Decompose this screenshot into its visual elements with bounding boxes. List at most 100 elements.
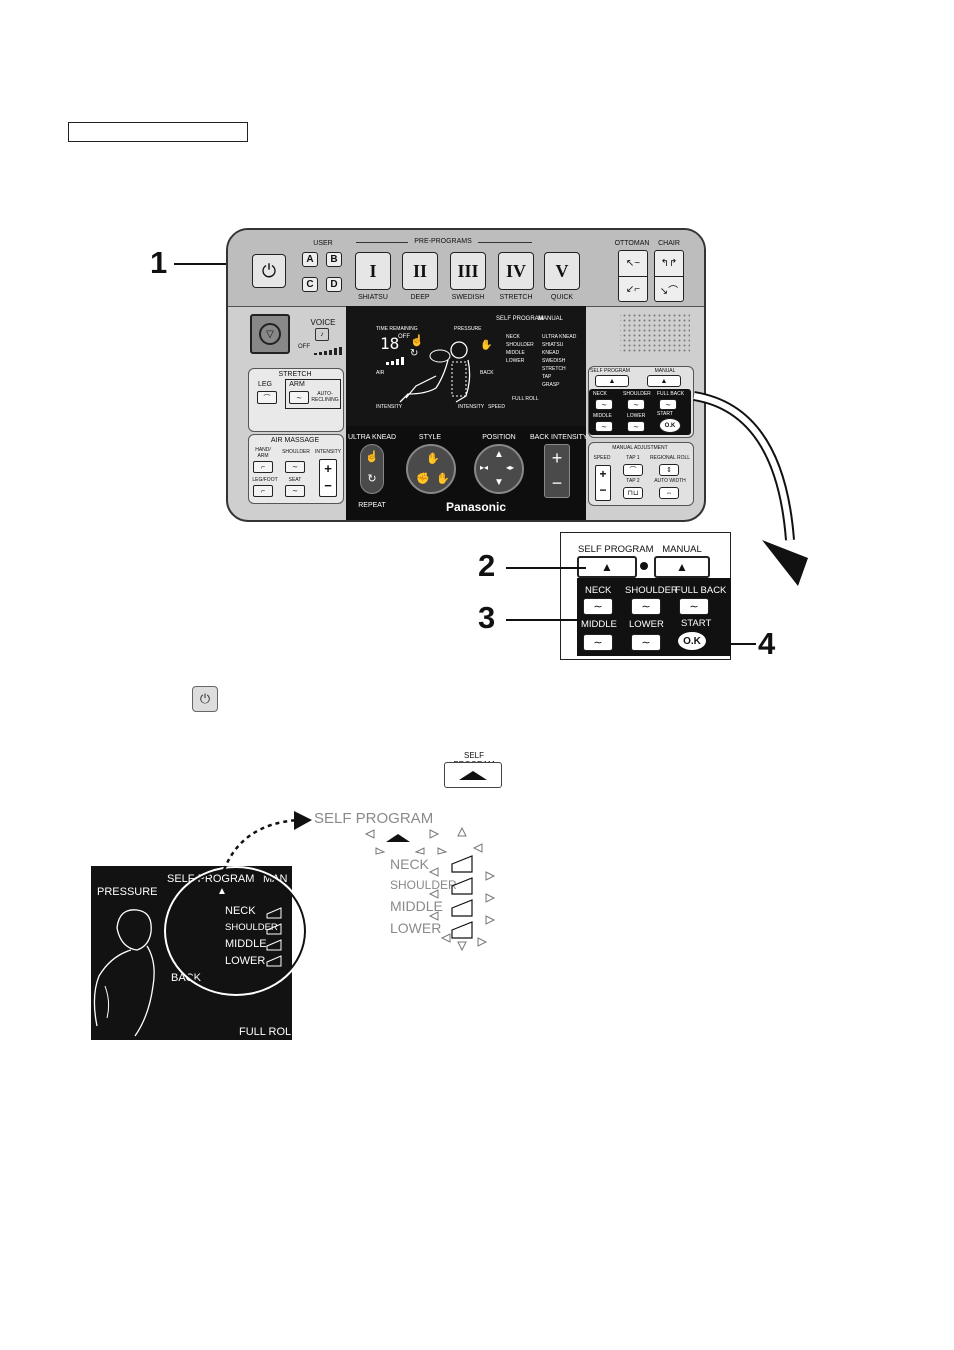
remote-panel: ⏻ USER A B C D PRE-PROGRAMS I SHIATSU II… <box>226 228 706 522</box>
lower-icon: ∼ <box>633 423 639 431</box>
shoulder-icon: ∼ <box>292 464 298 471</box>
ultra-knead-button[interactable]: ☝ ↻ <box>360 444 384 494</box>
program-1-button[interactable]: I <box>355 252 391 290</box>
power-button[interactable]: ⏻ <box>252 254 286 288</box>
air-shoulder-label: SHOULDER <box>282 449 310 455</box>
power-icon: ⏻ <box>261 260 277 282</box>
ma-regional-roll-button[interactable]: ⇕ <box>659 464 679 476</box>
triangle-up-icon: ▲ <box>676 560 688 574</box>
rp-manual-button[interactable]: ▲ <box>647 375 681 387</box>
stretch-arm-button[interactable]: ∼ <box>289 391 309 404</box>
ma-speed-button[interactable]: + − <box>595 465 611 501</box>
magnifier-ring <box>166 868 306 994</box>
zoom-full-back-button[interactable]: ∼ <box>679 598 709 615</box>
ma-tap2-button[interactable]: ⊓⊔ <box>623 487 643 499</box>
style-dial[interactable]: ✋ ✊ ✋ <box>406 444 456 494</box>
lcd-mode-tap: TAP <box>542 374 552 380</box>
lcd-mode-shiatsu: SHIATSU <box>542 342 564 348</box>
user-d-button[interactable]: D <box>326 277 342 292</box>
position-label: POSITION <box>482 434 516 441</box>
zoom-neck-label: NECK <box>585 585 612 596</box>
neck-icon: ∼ <box>593 601 603 613</box>
zoom-shoulder-button[interactable]: ∼ <box>631 598 661 615</box>
rp-lower-label: LOWER <box>627 413 646 419</box>
lcd-style-hand-icon: ✋ <box>480 340 493 351</box>
program-5-button[interactable]: V <box>544 252 580 290</box>
zoom-middle-button[interactable]: ∼ <box>583 634 613 651</box>
ottoman-button[interactable]: ↖~ ↙⌐ <box>618 250 648 302</box>
zoom-lower-label: LOWER <box>629 619 664 630</box>
rp-neck-button[interactable]: ∼ <box>595 399 613 410</box>
voice-icon: ♪ <box>320 331 324 338</box>
zoom-lower-button[interactable]: ∼ <box>631 634 661 651</box>
full-back-icon: ∼ <box>665 401 671 409</box>
rp-shoulder-button[interactable]: ∼ <box>627 399 645 410</box>
rp-manual-label: MANUAL <box>654 368 676 374</box>
lcd-speed-label: SPEED <box>488 404 505 410</box>
program-5-label: QUICK <box>550 294 574 301</box>
lcd-voice-level-icon <box>378 352 408 365</box>
user-c-button[interactable]: C <box>302 277 318 292</box>
lcd-ultra-knead-icon: ☝ <box>410 335 424 347</box>
rp-full-back-label: FULL BACK <box>657 391 685 397</box>
manual-adjustment-title: MANUAL ADJUSTMENT <box>612 445 668 451</box>
air-massage-title: AIR MASSAGE <box>270 437 320 444</box>
stop-icon: ▽ <box>259 323 281 345</box>
zoom-self-program-button[interactable]: ▲ <box>577 556 637 578</box>
program-3-button[interactable]: III <box>450 252 486 290</box>
zoom-ok-button[interactable]: O.K <box>676 630 708 652</box>
program-4-button[interactable]: IV <box>498 252 534 290</box>
disp-pressure-label: PRESSURE <box>97 886 158 898</box>
air-seat-button[interactable]: ∼ <box>285 485 305 497</box>
user-label: USER <box>313 240 333 247</box>
zoom-middle-label: MIDDLE <box>581 619 617 630</box>
plus-icon: + <box>324 461 332 476</box>
ma-speed-label: SPEED <box>593 455 611 461</box>
voice-label: VOICE <box>310 318 336 327</box>
user-b-button[interactable]: B <box>326 252 342 267</box>
voice-button[interactable]: ♪ <box>315 328 329 341</box>
arm-stretch-icon: ∼ <box>296 394 302 402</box>
rp-full-back-button[interactable]: ∼ <box>659 399 677 410</box>
lcd-zone-neck: NECK <box>506 334 520 340</box>
shoulder-icon: ∼ <box>633 401 639 409</box>
lcd-air-label: AIR <box>376 370 385 376</box>
repeat-label: REPEAT <box>358 502 386 509</box>
rp-middle-button[interactable]: ∼ <box>595 421 613 432</box>
ma-tap2-label: TAP 2 <box>626 478 640 484</box>
zoom-zone-area: NECK SHOULDER FULL BACK ∼ ∼ ∼ MIDDLE LOW… <box>577 578 731 656</box>
lcd-intensity-label: INTENSITY <box>376 404 403 410</box>
air-intensity-button[interactable]: + − <box>319 459 337 497</box>
air-leg-foot-button[interactable]: ⌐ <box>253 485 273 497</box>
user-a-button[interactable]: A <box>302 252 318 267</box>
rp-lower-button[interactable]: ∼ <box>627 421 645 432</box>
ma-auto-width-button[interactable]: ⇔ <box>659 487 679 499</box>
zoom-neck-button[interactable]: ∼ <box>583 598 613 615</box>
back-intensity-label: BACK INTENSITY <box>530 434 588 441</box>
lcd-back-label: BACK <box>480 370 494 376</box>
rp-ok-button[interactable]: O.K <box>659 418 681 433</box>
stop-button[interactable]: ▽ <box>250 314 290 354</box>
leader-line-1 <box>174 263 252 265</box>
program-1-label: SHIATSU <box>358 294 388 301</box>
callout-1: 1 <box>150 245 168 280</box>
lower-control-area: ULTRA KNEAD ☝ ↻ REPEAT STYLE ✋ ✊ ✋ POSIT… <box>346 426 588 520</box>
stretch-leg-button[interactable]: ⌒ <box>257 391 277 404</box>
air-shoulder-button[interactable]: ∼ <box>285 461 305 473</box>
stretch-leg-label: LEG <box>257 381 272 388</box>
speaker-grille <box>612 308 698 360</box>
full-back-icon: ∼ <box>689 601 699 613</box>
ma-tap1-button[interactable]: ⌒ <box>623 464 643 476</box>
zoom-manual-button[interactable]: ▲ <box>654 556 710 578</box>
air-leg-foot-label: LEG/FOOT <box>252 477 278 483</box>
chair-button[interactable]: ↰↱ ↘⌒ <box>654 250 684 302</box>
small-self-program-button <box>444 762 502 788</box>
program-2-button[interactable]: II <box>402 252 438 290</box>
position-dial[interactable]: ▲ ▼ ▸◂ ◂▸ <box>474 444 524 494</box>
air-hand-arm-button[interactable]: ⌐ <box>253 461 273 473</box>
back-intensity-button[interactable]: + − <box>544 444 570 498</box>
rp-middle-label: MIDDLE <box>593 413 612 419</box>
lcd-time-off: OFF <box>398 334 410 340</box>
middle-icon: ∼ <box>601 423 607 431</box>
rp-self-program-button[interactable]: ▲ <box>595 375 629 387</box>
